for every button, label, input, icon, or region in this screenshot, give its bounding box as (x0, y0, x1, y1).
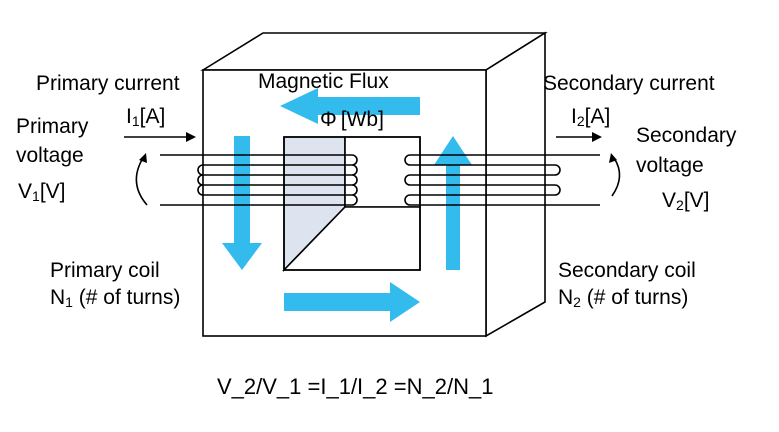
flux-arrow-left-down (222, 136, 262, 270)
primary-winding (160, 154, 358, 206)
secondary-current-arrow (556, 132, 602, 142)
secondary-winding (404, 154, 600, 206)
v2-label: V2[V] (662, 189, 710, 213)
primary-current-arrow (124, 132, 196, 142)
magnetic-flux-label: Magnetic Flux (258, 70, 389, 93)
secondary-voltage-label: voltage (636, 154, 704, 177)
secondary-voltage-arrow (609, 153, 621, 197)
ratio-equation: V_2/V_1 =I_1/I_2 =N_2/N_1 (217, 374, 493, 399)
secondary-coil-label: Secondary coil (558, 259, 696, 282)
flux-arrow-right-up (434, 136, 472, 270)
secondary-current-label: Secondary current (543, 72, 715, 95)
n2-label: N2 (# of turns) (558, 286, 688, 310)
i1-label: I1[A] (126, 105, 165, 129)
core-window (282, 136, 421, 272)
primary-current-label: Primary current (36, 72, 180, 95)
n1-label: N1 (# of turns) (50, 286, 180, 310)
secondary-label: Secondary (636, 124, 737, 147)
primary-voltage-label: voltage (16, 144, 84, 167)
primary-coil-loops (197, 154, 358, 206)
window-outline (283, 136, 421, 271)
i2-label: I2[A] (571, 105, 610, 129)
secondary-coil-loops (404, 154, 561, 206)
flux-arrows (222, 88, 472, 322)
primary-coil-label: Primary coil (50, 259, 160, 282)
flux-arrow-bottom-right (284, 282, 420, 322)
primary-label: Primary (16, 115, 89, 138)
flux-arrow-top-left (280, 88, 420, 124)
flux-symbol-label: Φ[Wb] (320, 108, 384, 131)
v1-label: V1[V] (18, 180, 66, 204)
primary-voltage-arrow (135, 153, 148, 206)
